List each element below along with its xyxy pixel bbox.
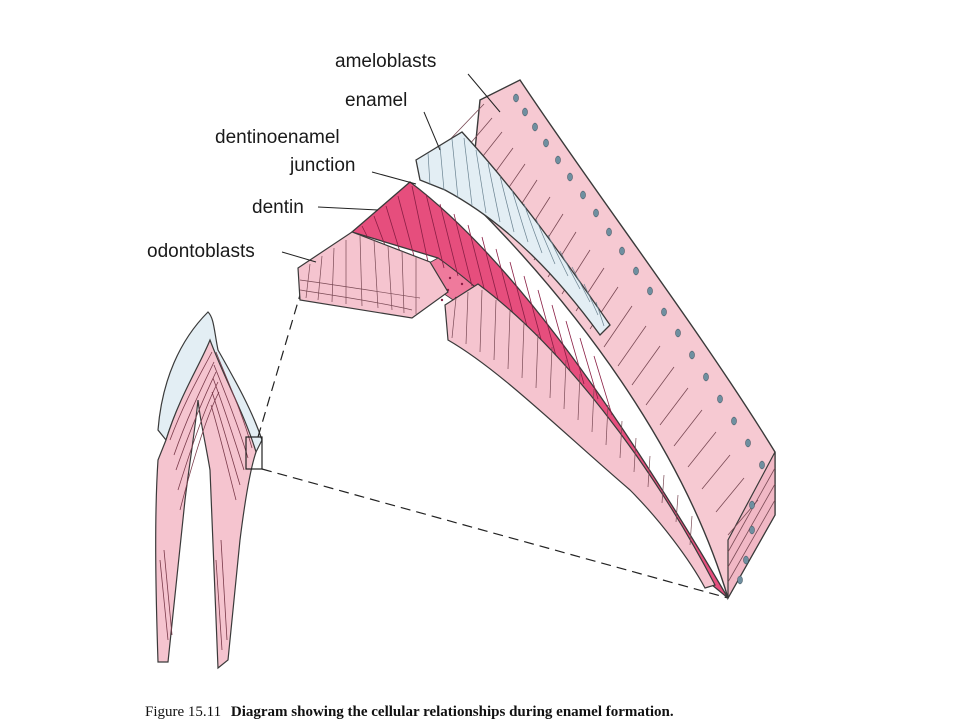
odontoblast-block-lower (444, 283, 716, 589)
label-ameloblasts: ameloblasts (335, 51, 501, 113)
odontoblast-cells-upper (299, 235, 421, 314)
zoom-line-bottom (261, 468, 729, 599)
magnified-block (297, 79, 776, 601)
label-dentin-text: dentin (252, 197, 304, 218)
tooth-growth-lines (159, 351, 253, 651)
ameloblast-nuclei (513, 93, 765, 585)
enamel-layer (415, 131, 611, 336)
label-odontoblasts-text: odontoblasts (147, 241, 255, 262)
label-enamel-text: enamel (345, 90, 407, 111)
figure-caption: Figure 15.11 Diagram showing the cellula… (145, 704, 674, 720)
label-dej-line1: dentinoenamel (215, 127, 340, 148)
dentinal-tubules (361, 185, 613, 416)
label-dej-line2: junction (289, 155, 356, 176)
tooth-overview (155, 277, 729, 670)
label-dentinoenamel-junction: dentinoenamel junction (215, 127, 417, 185)
zoom-line-top (257, 277, 306, 438)
caption-text: Diagram showing the cellular relationshi… (231, 704, 674, 720)
odontoblast-cells-lower (451, 289, 693, 546)
label-odontoblasts: odontoblasts (147, 241, 317, 263)
label-enamel: enamel (345, 90, 441, 151)
magnified-region-box (245, 436, 263, 470)
label-dentin: dentin (252, 197, 379, 218)
caption-number: Figure 15.11 (145, 704, 221, 720)
tooth-crown-dentin (155, 338, 257, 670)
enamel-rod-walls (427, 137, 605, 327)
label-ameloblasts-text: ameloblasts (335, 51, 436, 72)
